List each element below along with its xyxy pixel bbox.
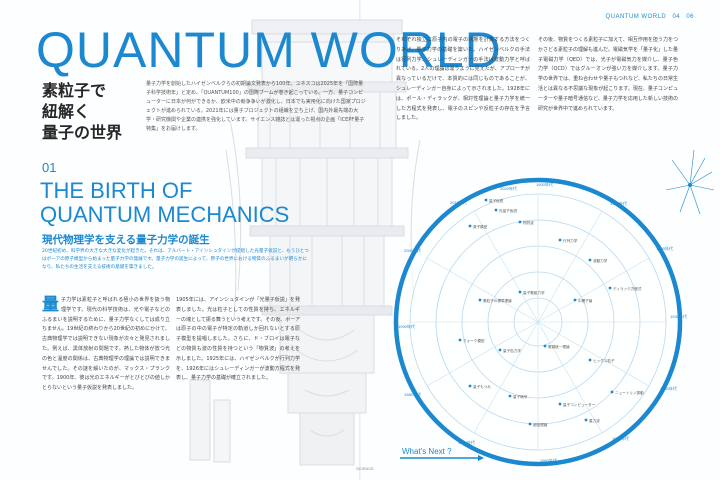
diagram-node-label: 量子電磁力学 <box>523 290 545 295</box>
diagram-node-label: 素粒子の標準理論 <box>483 298 512 303</box>
ring-year-label: 2000年代 <box>404 247 421 253</box>
diagram-node-label: 行列力学 <box>563 238 578 243</box>
dropcap: 量 <box>42 295 59 315</box>
ring-year-label: 1990年代 <box>398 323 415 329</box>
diagram-node-label: ヒッグス粒子 <box>593 358 615 363</box>
subtitle-line: 紐解く <box>42 102 91 121</box>
whats-next-label: What's Next ? <box>402 447 452 456</box>
ring-year-label: 1970年代 <box>458 439 475 445</box>
body-text: 子力学は素粒子と呼ばれる極小の世界を扱う物理学です。現代の科学技術は、光や電子な… <box>42 297 170 392</box>
ring-year-label: 1940年代 <box>660 385 677 391</box>
diagram-node-label: 中間子論 <box>578 298 593 303</box>
section-lead: 20世紀初め、科学界の大きな大きな変化が起きた。それは、アルバート・アインシュタ… <box>42 249 309 270</box>
body-column-4: その後、物質をつくる素粒子に加えて、相互作用を担う力をつかさどる素粒子の理解も進… <box>538 37 678 112</box>
subtitle-line: 素粒子で <box>42 81 107 100</box>
ring-year-label: 1960年代 <box>540 457 557 463</box>
diagram-node-label: 光量子仮説 <box>499 208 517 213</box>
running-header-page-left: 04 <box>672 14 681 20</box>
diagram-node-label: 量子色力学 <box>503 348 521 353</box>
body-column-3: それぞれ独立に原子内の電子の状態を計算する方法をつくりあげ、量子力学の基礎を築い… <box>396 37 530 122</box>
main-title: QUANTUM WORLD <box>36 22 502 78</box>
section-title-line: QUANTUM MECHANICS <box>40 202 290 227</box>
ring-year-label: 1920年代 <box>656 245 673 251</box>
diagram-node-label: 物質波 <box>523 220 534 225</box>
ring-year-label: 2020年代 <box>500 185 517 191</box>
ring-year-label: 1950年代 <box>612 435 629 441</box>
diagram-node-label: 量子暗号 <box>513 394 528 399</box>
diagram-node-label: 量子もつれ <box>473 384 491 389</box>
running-header-page-right: 06 <box>686 14 694 20</box>
diagram-node-label: 重力波 <box>589 418 600 423</box>
body-column-1: 量 子力学は素粒子と呼ばれる極小の世界を扱う物理学です。現代の科学技術は、光や電… <box>42 296 170 394</box>
diagram-node-label: ニュートリノ振動 <box>615 390 644 395</box>
diagram-node-label: ディラック方程式 <box>613 286 642 291</box>
section-subtitle: 現代物理学を支える量子力学の誕生 <box>42 234 210 246</box>
running-header: QUANTUM WORLD 04 06 <box>601 14 694 20</box>
diagram-node-label: 電弱統一理論 <box>548 344 570 349</box>
japanese-subtitle: 素粒子で 紐解く 量子の世界 <box>42 80 122 143</box>
diagram-node-label: 量子コンピューター <box>563 402 596 407</box>
diagram-node-label: 超弦理論 <box>533 422 548 427</box>
ring-year-label: 1930年代 <box>670 313 687 319</box>
section-title-line: THE BIRTH OF <box>40 178 193 203</box>
diagram-node-label: 波動力学 <box>593 258 608 263</box>
ring-year-label: 1910年代 <box>610 200 627 206</box>
diagram-node-label: 原子模型 <box>473 224 488 229</box>
section-number: 01 <box>42 160 57 175</box>
body-column-2: 1905年には、アインシュタインが「光量子仮説」を発表しました。光は粒子としての… <box>176 297 301 382</box>
diagram-node-label: クォーク模型 <box>463 338 485 343</box>
ring-year-label: 1900年代 <box>536 181 553 187</box>
ring-year-label: 1980年代 <box>404 391 421 397</box>
intro-paragraph: 量子力学を創始したハイゼンベルクらの初期論文発表から100年。ユネスコは2025… <box>146 81 366 132</box>
section-title: THE BIRTH OF QUANTUM MECHANICS <box>40 179 289 227</box>
folio: SCIENCE <box>356 466 374 471</box>
ring-year-label: 2010年代 <box>450 199 467 205</box>
running-header-title: QUANTUM WORLD <box>605 14 667 20</box>
diagram-node-label: 量子仮説 <box>489 198 504 203</box>
subtitle-line: 量子の世界 <box>42 123 123 142</box>
